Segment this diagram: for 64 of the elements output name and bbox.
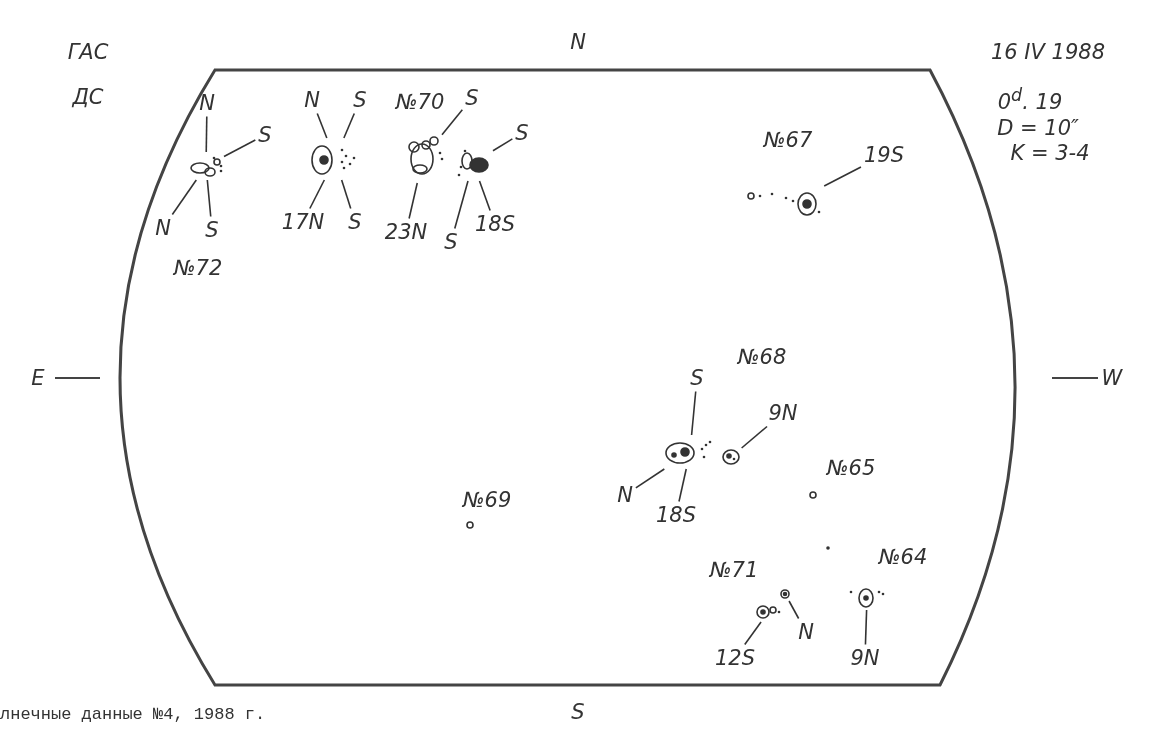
leader-line xyxy=(408,182,419,220)
leader-line xyxy=(340,179,352,210)
leader-line xyxy=(309,179,326,210)
polarity-label: S xyxy=(465,87,479,109)
polarity-label: S xyxy=(258,124,272,146)
leader-line xyxy=(441,109,464,136)
group-number-label: №71 xyxy=(709,559,759,581)
leader-line xyxy=(223,139,257,158)
leader-line xyxy=(823,166,862,187)
polarity-label: S xyxy=(353,89,367,111)
annotation-label: D = 10″ xyxy=(997,117,1079,139)
polarity-label: 12S xyxy=(714,647,756,669)
leader-line xyxy=(740,425,768,449)
leader-line xyxy=(171,179,198,216)
sunspot-group-drawing xyxy=(720,448,742,466)
sunspot-group-drawing xyxy=(779,588,792,601)
leader-line xyxy=(743,621,762,646)
polarity-label: S xyxy=(444,231,458,253)
group-number-label: №70 xyxy=(395,91,445,113)
group-number-label: №64 xyxy=(878,546,928,568)
polarity-label: 18S xyxy=(655,504,697,526)
annotation-label: K = 3-4 xyxy=(1010,142,1090,164)
compass-direction-label: N xyxy=(570,31,586,53)
polarity-label: S xyxy=(515,122,529,144)
compass-direction-label: S xyxy=(571,701,585,723)
leader-line xyxy=(453,180,469,230)
leader-line xyxy=(478,180,491,212)
caption: лнечные данные №4, 1988 г. xyxy=(0,705,266,724)
leader-line xyxy=(788,600,800,620)
polarity-label: N xyxy=(304,89,320,111)
leader-line xyxy=(205,115,208,153)
leader-line xyxy=(864,609,868,646)
annotation-label: ГАС xyxy=(67,41,109,63)
group-number-label: №69 xyxy=(462,489,512,511)
polarity-label: N xyxy=(617,484,633,506)
leader-line xyxy=(678,468,687,503)
annotation-label: 0$^{d}$. 19 xyxy=(997,87,1063,113)
polarity-label: 19S xyxy=(863,144,905,166)
compass-direction-label: W xyxy=(1101,367,1123,389)
leader-line xyxy=(343,112,356,139)
leader-line xyxy=(690,390,697,436)
group-number-label: №68 xyxy=(737,346,787,368)
polarity-label: 18S xyxy=(474,213,516,235)
polarity-label: S xyxy=(205,219,219,241)
polarity-label: S xyxy=(348,211,362,233)
leader-line xyxy=(316,112,328,139)
annotation-label: ДС xyxy=(72,86,104,108)
leader-line xyxy=(492,138,514,152)
leader-line xyxy=(206,179,212,218)
group-number-label: №67 xyxy=(763,129,813,151)
polarity-label: N xyxy=(798,621,814,643)
polarity-label: N xyxy=(199,92,215,114)
compass-direction-label: E xyxy=(31,367,45,389)
polarity-label: 9N xyxy=(768,402,798,424)
polarity-label: 23N xyxy=(384,221,428,243)
group-number-label: №65 xyxy=(826,457,876,479)
polarity-label: S xyxy=(690,367,704,389)
sunspot-group-drawing xyxy=(849,586,885,610)
group-number-label: №72 xyxy=(173,257,223,279)
polarity-label: N xyxy=(155,217,171,239)
polarity-label: 9N xyxy=(850,647,880,669)
leader-line xyxy=(635,468,666,489)
annotation-label: 16 IV 1988 xyxy=(990,41,1106,63)
polarity-label: 17N xyxy=(281,211,325,233)
